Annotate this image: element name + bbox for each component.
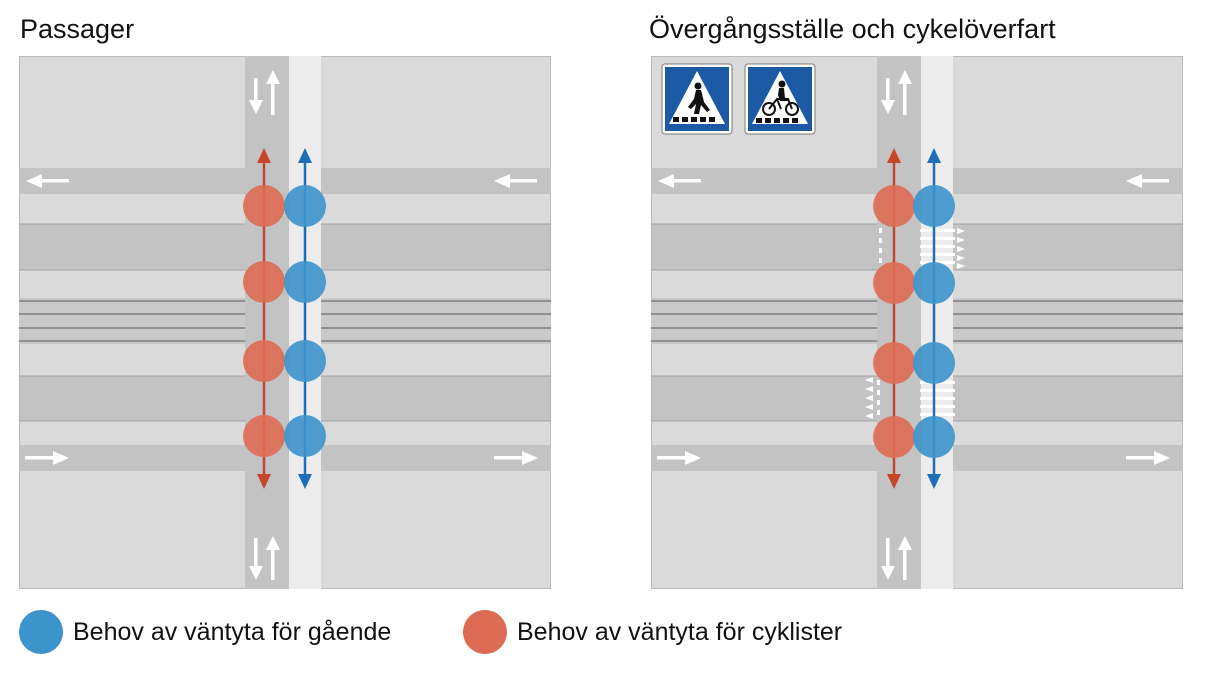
cyclist-waiting-area <box>873 262 915 304</box>
cyclist-route <box>243 148 285 489</box>
legend-pedestrian-label: Behov av väntyta för gående <box>73 617 392 646</box>
car-arrows <box>25 174 538 465</box>
arrow-up-icon <box>266 536 280 580</box>
right-panel-title: Övergångsställe och cykelöverfart <box>649 14 1056 44</box>
pedestrian-waiting-area <box>284 415 326 457</box>
arrow-up-icon <box>298 148 312 163</box>
yield-markings-bottom <box>865 377 873 419</box>
pedestrian-waiting-area <box>913 185 955 227</box>
bicycle-path <box>245 56 289 589</box>
arrow-down-icon <box>881 78 895 114</box>
bicycle-crossing-sign-icon <box>744 63 816 135</box>
arrow-up-icon <box>887 148 901 163</box>
footpath <box>921 56 953 589</box>
arrow-down-icon <box>927 474 941 489</box>
arrow-right-icon <box>1126 451 1170 465</box>
passage-diagram <box>19 56 551 589</box>
arrow-left-icon <box>658 174 701 188</box>
car-arrows <box>657 174 1170 465</box>
pedestrian-crossing-sign-icon <box>661 63 733 135</box>
bicycle-direction-arrows <box>881 70 912 580</box>
cyclist-waiting-area <box>243 340 285 382</box>
left-panel-title: Passager <box>20 14 135 44</box>
arrow-up-icon <box>927 148 941 163</box>
arrow-up-icon <box>257 148 271 163</box>
cyclist-dot-icon <box>463 610 507 654</box>
cyclist-waiting-area <box>873 185 915 227</box>
arrow-up-icon <box>898 536 912 580</box>
cyclist-route <box>873 148 915 489</box>
cyclist-waiting-area <box>243 415 285 457</box>
arrow-down-icon <box>257 474 271 489</box>
pedestrian-waiting-area <box>284 261 326 303</box>
arrow-right-icon <box>25 451 69 465</box>
arrow-down-icon <box>249 78 263 114</box>
arrow-down-icon <box>887 474 901 489</box>
crossing-diagram <box>651 56 1183 589</box>
arrow-right-icon <box>657 451 701 465</box>
arrow-up-icon <box>898 70 912 115</box>
bicycle-path <box>877 56 921 589</box>
arrow-left-icon <box>26 174 69 188</box>
arrow-down-icon <box>298 474 312 489</box>
legend-pedestrian: Behov av väntyta för gående <box>19 610 391 654</box>
bicycle-direction-arrows <box>249 70 280 580</box>
pedestrian-waiting-area <box>284 340 326 382</box>
pedestrian-dot-icon <box>19 610 63 654</box>
cyclist-waiting-area <box>873 342 915 384</box>
pedestrian-route <box>284 148 326 489</box>
pedestrian-waiting-area <box>284 185 326 227</box>
arrow-down-icon <box>249 538 263 580</box>
pedestrian-waiting-area <box>913 342 955 384</box>
cyclist-waiting-area <box>243 185 285 227</box>
cyclist-waiting-area <box>873 416 915 458</box>
cycle-crossing-edge <box>877 228 882 415</box>
pedestrian-route <box>913 148 955 489</box>
yield-markings-top <box>957 228 965 269</box>
legend-cyclist-label: Behov av väntyta för cyklister <box>517 617 843 646</box>
arrow-left-icon <box>1126 174 1169 188</box>
arrow-up-icon <box>266 70 280 115</box>
legend-cyclist: Behov av väntyta för cyklister <box>463 610 842 654</box>
arrow-down-icon <box>881 538 895 580</box>
cyclist-waiting-area <box>243 261 285 303</box>
arrow-right-icon <box>494 451 538 465</box>
pedestrian-waiting-area <box>913 416 955 458</box>
pedestrian-waiting-area <box>913 262 955 304</box>
arrow-left-icon <box>494 174 537 188</box>
